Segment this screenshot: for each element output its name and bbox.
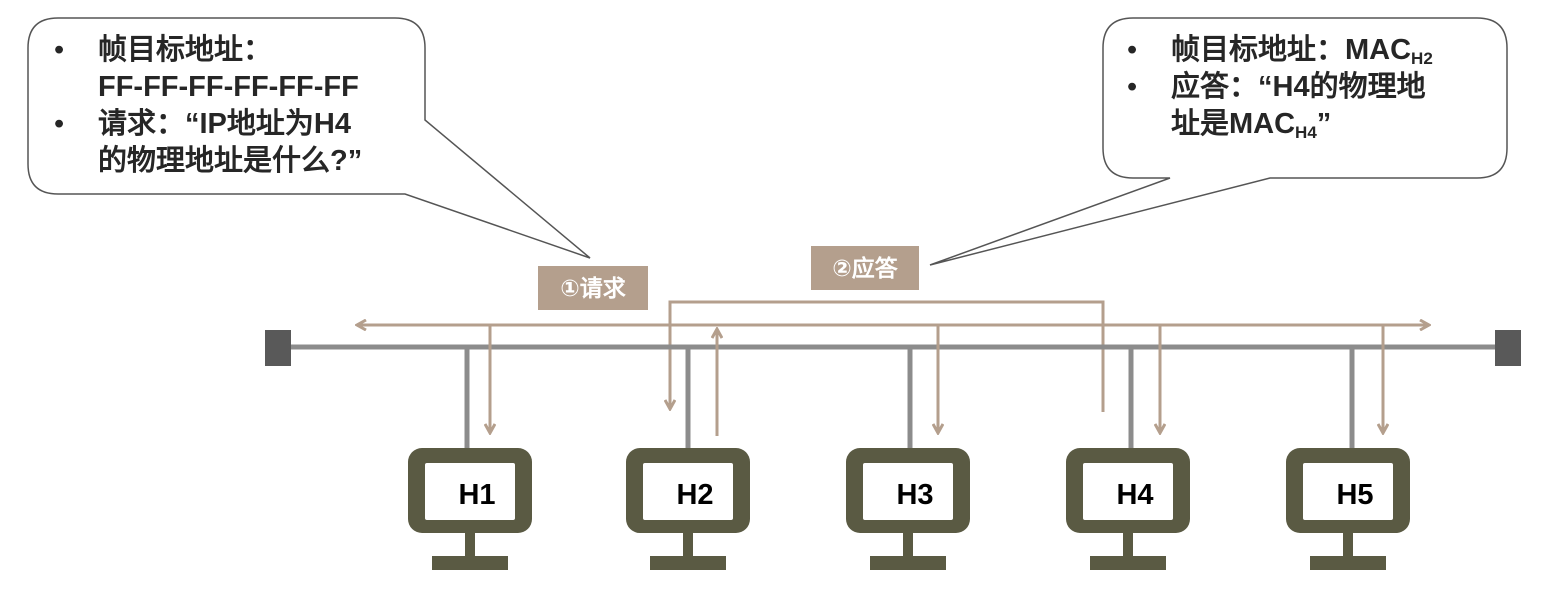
monitor-screen [1083, 463, 1173, 520]
monitor-screen [425, 463, 515, 520]
monitor-stand [465, 533, 475, 558]
monitor-base [432, 556, 508, 570]
broadcast-down-arrow [1359, 323, 1383, 432]
bullet: • [54, 108, 65, 140]
monitor-stand [1123, 533, 1133, 558]
monitor-screen [1303, 463, 1393, 520]
broadcast-address: FF-FF-FF-FF-FF-FF [98, 71, 359, 103]
bullet: • [1127, 34, 1138, 66]
monitor-stand [903, 533, 913, 558]
reply-path [670, 300, 1105, 412]
broadcast-down-arrow [914, 323, 938, 432]
bullet: • [54, 34, 65, 66]
broadcast-down-arrow [1136, 323, 1160, 432]
monitor-stand [1343, 533, 1353, 558]
bullet: • [1127, 71, 1138, 103]
request-bubble-text: • 帧目标地址： FF-FF-FF-FF-FF-FF • 请求：“IP地址为H4 的… [30, 32, 425, 180]
request-label: ①请求 [538, 266, 648, 310]
monitor-stand [683, 533, 693, 558]
monitor-base [650, 556, 726, 570]
broadcast-down-arrow [466, 323, 490, 432]
reply-answer-cont: 址是MACH4” [1171, 108, 1332, 142]
host-label-h4: H4 [1116, 479, 1154, 511]
host-label-h1: H1 [458, 479, 496, 511]
monitor-screen [863, 463, 953, 520]
monitor-screen [643, 463, 733, 520]
reply-answer: 应答：“H4的物理地 [1171, 71, 1426, 103]
reply-callout [929, 17, 1508, 266]
monitor-base [1310, 556, 1386, 570]
request-callout [27, 17, 591, 259]
monitor-base [870, 556, 946, 570]
reply-bubble-text: • 帧目标地址：MACH2 • 应答：“H4的物理地 址是MACH4” [1103, 32, 1507, 143]
bus-terminator-right [1495, 330, 1521, 366]
request-question: 请求：“IP地址为H4 [98, 108, 351, 140]
frame-destination-label: 帧目标地址： [98, 34, 273, 66]
host-label-h3: H3 [896, 479, 934, 511]
request-question-cont: 的物理地址是什么?” [98, 145, 363, 177]
bus-terminator-left [265, 330, 291, 366]
host-label-h2: H2 [676, 479, 714, 511]
reply-destination: 帧目标地址：MACH2 [1171, 34, 1433, 68]
host-label-h5: H5 [1336, 479, 1374, 511]
reply-label: ②应答 [811, 246, 919, 290]
monitor-base [1090, 556, 1166, 570]
